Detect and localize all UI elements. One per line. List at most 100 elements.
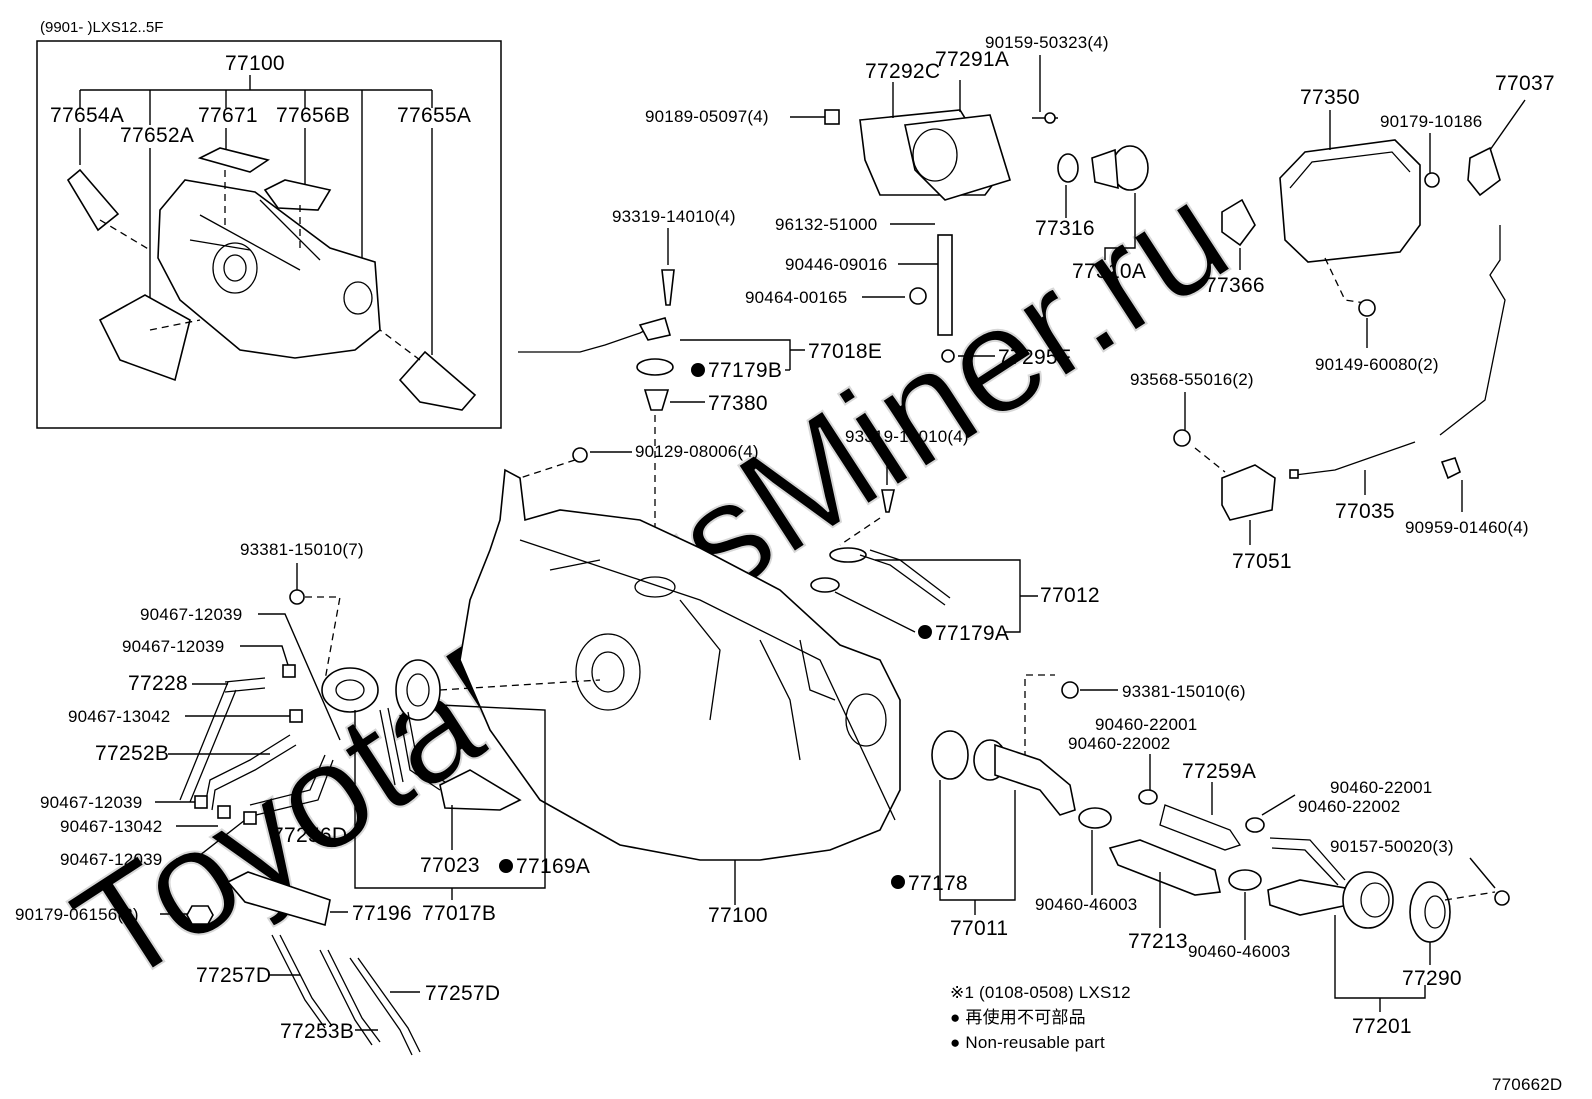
label-90460-22002a: 90460-22002 bbox=[1068, 734, 1170, 753]
label-90467-d: 90467-12039 bbox=[60, 850, 162, 869]
clamp-90959-icon bbox=[1440, 457, 1461, 480]
bolt-93568-icon bbox=[1173, 429, 1191, 447]
label-90464: 90464-00165 bbox=[745, 288, 847, 307]
label-77179b: 77179B bbox=[708, 359, 782, 382]
label-77196: 77196 bbox=[352, 902, 412, 925]
hoses-group: 93381-15010(7) 90467-12039 90467-12039 7… bbox=[40, 540, 364, 869]
label-77051: 77051 bbox=[1232, 550, 1292, 573]
label-77017b: 77017B bbox=[422, 902, 496, 925]
label-77179a: 77179A bbox=[935, 622, 1009, 645]
label-93568: 93568-55016(2) bbox=[1130, 370, 1254, 389]
label-90467-a: 90467-12039 bbox=[140, 605, 242, 624]
protector-77196-icon bbox=[226, 871, 331, 927]
label-77100: 77100 bbox=[708, 904, 768, 927]
fuel-cap-group: 77316 77310A 77366 bbox=[1035, 145, 1265, 297]
check-valve-icon bbox=[941, 349, 955, 363]
inset-panel: (9901- )LXS12..5F 77100 77654A 77652A 77… bbox=[36, 19, 502, 429]
strainer-77023-icon bbox=[439, 769, 522, 811]
gasket-icon bbox=[1057, 153, 1079, 183]
inset-label-77671: 77671 bbox=[198, 104, 258, 127]
label-77310a: 77310A bbox=[1072, 260, 1146, 283]
label-93381-b: 93381-15010(6) bbox=[1122, 682, 1246, 701]
label-90189: 90189-05097(4) bbox=[645, 107, 769, 126]
label-90446: 90446-09016 bbox=[785, 255, 887, 274]
inset-label-77652a: 77652A bbox=[120, 124, 194, 147]
label-90179-10186: 90179-10186 bbox=[1380, 112, 1482, 131]
fuel-door-group: 77350 90179-10186 77037 90149-60080(2) bbox=[1279, 72, 1555, 374]
label-90467-b: 90467-12039 bbox=[122, 637, 224, 656]
inset-header: (9901- )LXS12..5F bbox=[40, 19, 163, 36]
label-77213: 77213 bbox=[1128, 930, 1188, 953]
inset-label-77655a: 77655A bbox=[397, 104, 471, 127]
label-77011: 77011 bbox=[950, 917, 1008, 940]
inset-main-label: 77100 bbox=[225, 52, 285, 75]
nut-90129-icon bbox=[572, 447, 588, 463]
label-90460-22002b: 90460-22002 bbox=[1298, 797, 1400, 816]
label-77228: 77228 bbox=[128, 672, 188, 695]
lower-left-group: 90179-06156(2) 77196 77257D 77257D 77253… bbox=[15, 871, 500, 1056]
label-90460-22001a: 90460-22001 bbox=[1095, 715, 1197, 734]
non-reusable-dot-4 bbox=[891, 875, 905, 889]
bolt-93381b-icon bbox=[1061, 681, 1079, 699]
label-77292c: 77292C bbox=[865, 60, 940, 83]
filler-housing-group: 77292C 77291A 90159-50323(4) 90189-05097… bbox=[645, 33, 1109, 369]
label-90467-c: 90467-12039 bbox=[40, 793, 142, 812]
label-77366: 77366 bbox=[1205, 274, 1265, 297]
label-90159: 90159-50323(4) bbox=[985, 33, 1109, 52]
gasket-77179b-icon bbox=[636, 358, 674, 376]
bolt-93381-icon bbox=[289, 589, 305, 605]
label-77257d-a: 77257D bbox=[196, 964, 271, 987]
clip-icon bbox=[824, 109, 840, 125]
label-96132: 96132-51000 bbox=[775, 215, 877, 234]
fuel-tank-77100: 77100 bbox=[459, 468, 901, 927]
inset-label-77654a: 77654A bbox=[50, 104, 124, 127]
label-77259a: 77259A bbox=[1182, 760, 1256, 783]
label-93381-a: 93381-15010(7) bbox=[240, 540, 364, 559]
legend: ※1 (0108-0508) LXS12 ● 再使用不可部品 ● Non-reu… bbox=[950, 983, 1131, 1052]
label-90129: 90129-08006(4) bbox=[635, 442, 759, 461]
label-77023: 77023 bbox=[420, 854, 480, 877]
cable-end-icon bbox=[1289, 469, 1299, 479]
clamp-46003b-icon bbox=[1228, 869, 1262, 891]
label-90149: 90149-60080(2) bbox=[1315, 355, 1439, 374]
label-77178: 77178 bbox=[908, 872, 968, 895]
clip-77366-icon bbox=[1221, 198, 1256, 247]
clip-90467-icon bbox=[282, 664, 296, 678]
label-77252b: 77252B bbox=[95, 742, 169, 765]
gasket-77179a-icon bbox=[810, 577, 840, 593]
label-77169a: 77169A bbox=[516, 855, 590, 878]
bolt-icon bbox=[1358, 299, 1376, 317]
label-77018e: 77018E bbox=[808, 340, 882, 363]
label-90467-13042a: 90467-13042 bbox=[68, 707, 170, 726]
filler-pipe-group: 93381-15010(6) 77178 77011 90460-22001 9… bbox=[891, 674, 1510, 1038]
label-93319-a: 93319-14010(4) bbox=[612, 207, 736, 226]
filler-neck-icon bbox=[1342, 871, 1394, 929]
gasket-77290-icon bbox=[1409, 881, 1451, 943]
clip-13042-icon bbox=[289, 709, 303, 723]
label-90959: 90959-01460(4) bbox=[1405, 518, 1529, 537]
label-77257d-b: 77257D bbox=[425, 982, 500, 1005]
label-77291a: 77291A bbox=[935, 48, 1009, 71]
label-90460-46003a: 90460-46003 bbox=[1035, 895, 1137, 914]
inset-tank-icon bbox=[66, 147, 477, 411]
non-reusable-dot-3 bbox=[499, 859, 513, 873]
label-93319-b: 93319-14010(4) bbox=[845, 427, 969, 446]
opener-icon bbox=[1467, 146, 1501, 197]
screw-icon bbox=[661, 269, 675, 306]
filter-77380-icon bbox=[643, 389, 670, 411]
non-reusable-dot bbox=[691, 363, 705, 377]
gasket-77169a-icon bbox=[395, 659, 441, 721]
bolt-90157-icon bbox=[1494, 890, 1510, 906]
label-77201: 77201 bbox=[1352, 1015, 1412, 1038]
vent-tube-77012: 93319-14010(4) 77012 77179A bbox=[810, 427, 1100, 645]
legend-note-3: ● Non-reusable part bbox=[950, 1033, 1105, 1052]
label-77290: 77290 bbox=[1402, 967, 1462, 990]
fuel-door-icon bbox=[1279, 139, 1421, 263]
clamp-22001-icon bbox=[1138, 789, 1158, 805]
figure-code: 770662D bbox=[1492, 1075, 1562, 1094]
label-77035: 77035 bbox=[1335, 500, 1395, 523]
fuel-pump-group: 77023 77169A 77017B bbox=[321, 659, 601, 925]
label-77253b: 77253B bbox=[280, 1020, 354, 1043]
legend-note-2: ● 再使用不可部品 bbox=[950, 1007, 1086, 1027]
